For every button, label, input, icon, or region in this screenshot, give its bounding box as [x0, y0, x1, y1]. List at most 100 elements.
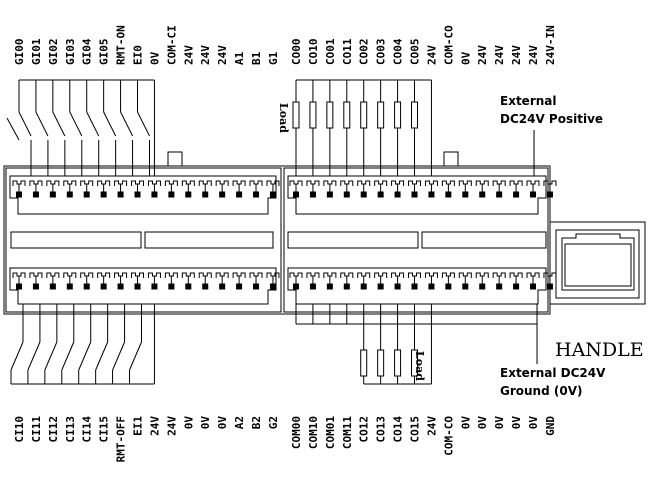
- top-left-label-4: GI04: [81, 38, 94, 65]
- bottom-right-load-4: [360, 349, 368, 377]
- top-right-label-15: 24V-IN: [544, 25, 557, 65]
- top-left-tab: [167, 151, 183, 167]
- bottom-right-label-7: CO15: [409, 416, 422, 443]
- bottom-left-label-10: 0V: [182, 416, 195, 430]
- bottom-right-label-12: 0V: [493, 416, 506, 430]
- bottom-right-pin-dot-14: [530, 283, 537, 290]
- bottom-left-pin-dot-14: [253, 283, 260, 290]
- top-left-label-7: EI0: [132, 45, 145, 65]
- external-positive-line1: External: [500, 94, 556, 108]
- top-right-pin-dot-2: [326, 191, 333, 198]
- bottom-right-pin-dot-10: [462, 283, 469, 290]
- top-left-pin-dot-13: [236, 191, 243, 198]
- bottom-left-label-1: CI11: [30, 416, 43, 443]
- bottom-left-switch-0: [10, 341, 24, 371]
- bottom-right-load-6: [394, 349, 402, 377]
- bottom-right-recess: [287, 267, 547, 305]
- bottom-left-label-5: CI15: [98, 416, 111, 443]
- bottom-left-pin-dot-0: [16, 283, 22, 290]
- bottom-left-switch-5: [95, 341, 109, 371]
- bottom-right-pin-dot-8: [428, 283, 435, 290]
- top-left-switch-1: [35, 111, 49, 137]
- top-left-switch-7: [137, 111, 150, 137]
- external-ground-line1: External DC24V: [500, 366, 606, 380]
- bottom-right-label-0: COM00: [290, 416, 303, 449]
- top-left-switch-5: [103, 111, 117, 137]
- bottom-right-label-6: CO14: [392, 416, 405, 443]
- top-left-pin-dot-2: [49, 191, 56, 198]
- top-right-label-6: CO04: [392, 38, 405, 65]
- top-right-tab: [443, 151, 459, 167]
- top-left-label-5: GI05: [98, 39, 111, 66]
- top-right-pin-dot-3: [343, 191, 350, 198]
- bottom-left-label-4: CI14: [81, 416, 94, 443]
- bottom-right-pin-dot-11: [479, 283, 486, 290]
- bottom-left-switch-6: [112, 341, 126, 371]
- top-left-label-2: GI02: [47, 39, 60, 66]
- bottom-left-label-0: CI10: [13, 416, 26, 443]
- top-right-label-9: COM-CO: [442, 25, 455, 65]
- bottom-right-label-4: CO12: [358, 416, 371, 443]
- handle-label: HANDLE: [555, 339, 644, 361]
- top-right-pin-dot-13: [513, 191, 520, 198]
- top-right-label-14: 24V: [527, 45, 540, 65]
- top-right-pin-dot-14: [530, 191, 537, 198]
- top-right-load-0: [292, 101, 300, 129]
- bottom-left-pin-dot-4: [83, 283, 90, 290]
- bottom-right-label-11: 0V: [476, 416, 489, 430]
- bottom-left-pin-dot-1: [32, 283, 39, 290]
- top-left-pin-dot-0: [16, 191, 22, 198]
- bottom-right-load-5: [377, 349, 385, 377]
- left-strip-b: [144, 231, 274, 249]
- top-left-pin-dot-8: [151, 191, 158, 198]
- external-positive-line2: DC24V Positive: [500, 112, 603, 126]
- top-right-load-5: [377, 101, 385, 129]
- top-left-label-3: GI03: [64, 39, 77, 66]
- bottom-left-pin-dot-6: [117, 283, 124, 290]
- top-right-load-3: [343, 101, 351, 129]
- top-right-pin-dot-4: [360, 191, 367, 198]
- bottom-left-recess: [9, 267, 277, 305]
- top-left-label-1: GI01: [30, 38, 43, 65]
- top-right-label-1: CO10: [307, 39, 320, 66]
- bottom-right-pin-dot-9: [445, 283, 452, 290]
- bottom-right-pin-dot-0: [293, 283, 299, 290]
- top-left-label-10: 24V: [182, 45, 195, 65]
- top-left-pin-dot-11: [202, 191, 209, 198]
- connector-body: [3, 151, 646, 315]
- bottom-right-pin-dot-3: [343, 283, 350, 290]
- wiring-lines: [6, 79, 538, 385]
- top-right-pin-dot-6: [394, 191, 401, 198]
- handle-housing: [549, 221, 646, 305]
- top-right-pin-dot-0: [293, 191, 299, 198]
- bottom-left-label-13: A2: [233, 416, 246, 429]
- bottom-right-pin-dot-12: [496, 283, 503, 290]
- top-left-label-11: 24V: [199, 45, 212, 65]
- top-left-switch-3: [69, 111, 83, 137]
- bottom-right-pin-dot-1: [309, 283, 316, 290]
- bottom-right-pin-dot-6: [394, 283, 401, 290]
- top-left-switch-6: [120, 111, 134, 137]
- top-left-label-9: COM-CI: [165, 25, 178, 65]
- top-right-pin-dot-10: [462, 191, 469, 198]
- bottom-left-pin-dot-2: [49, 283, 56, 290]
- bottom-right-label-5: CO13: [375, 416, 388, 443]
- top-left-switch-2: [52, 111, 66, 137]
- top-left-recess: [9, 175, 277, 215]
- bottom-right-label-14: 0V: [527, 416, 540, 430]
- top-right-label-10: 0V: [459, 51, 472, 65]
- top-left-pin-dot-7: [134, 191, 141, 198]
- top-left-label-12: 24V: [216, 45, 229, 65]
- top-left-label-0: GI00: [13, 39, 26, 66]
- bottom-left-pin-dot-3: [66, 283, 73, 290]
- bottom-left-label-3: CI13: [64, 416, 77, 443]
- bottom-left-label-11: 0V: [199, 416, 212, 430]
- top-left-switch-0: [18, 111, 32, 137]
- bottom-left-switch-2: [44, 341, 58, 371]
- handle-latch-inner: [564, 243, 632, 287]
- bottom-right-pin-dot-4: [360, 283, 367, 290]
- handle-latch-frame: [555, 229, 640, 299]
- top-left-pin-dot-5: [100, 191, 107, 198]
